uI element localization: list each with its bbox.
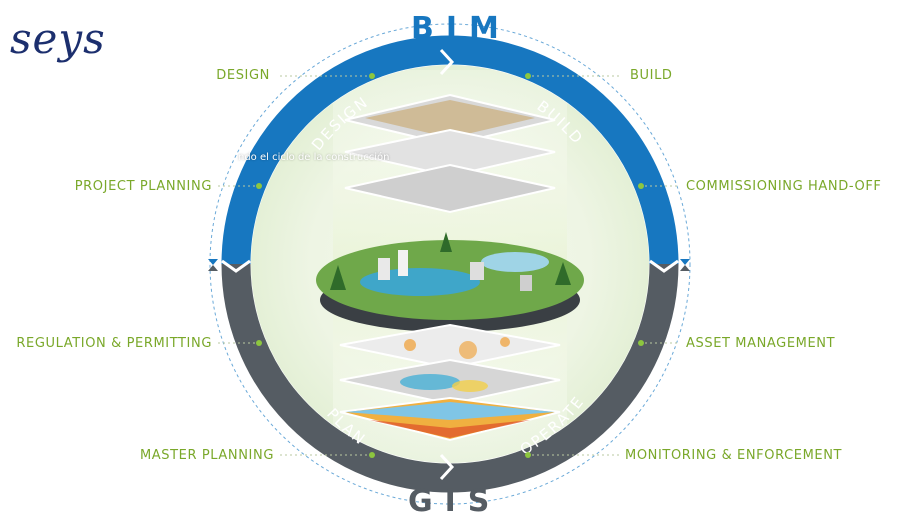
right-hourglass-icon xyxy=(680,259,690,271)
label-commissioning-hand-off: COMMISSIONING HAND-OFF xyxy=(686,179,882,194)
bim-title: BIM xyxy=(411,11,511,46)
overlay-caption: ndo el ciclo de la construcción xyxy=(238,152,390,163)
outer-dashed-ring xyxy=(209,23,691,505)
gis-title: GIS xyxy=(408,484,502,519)
seys-logo: seys xyxy=(10,14,106,63)
bim-arc xyxy=(221,35,679,265)
label-regulation-permitting: REGULATION & PERMITTING xyxy=(16,336,212,351)
label-build: BUILD xyxy=(630,68,673,83)
ring-dots xyxy=(256,73,644,458)
label-design: DESIGN xyxy=(216,68,270,83)
label-monitoring-enforcement: MONITORING & ENFORCEMENT xyxy=(625,448,843,463)
arc-separator-chevrons xyxy=(221,48,679,481)
label-master-planning: MASTER PLANNING xyxy=(139,448,274,463)
label-asset-management: ASSET MANAGEMENT xyxy=(686,336,836,351)
label-project-planning: PROJECT PLANNING xyxy=(74,179,212,194)
left-hourglass-icon xyxy=(208,259,218,271)
leader-lines xyxy=(218,75,680,456)
layer-stack-illustration xyxy=(316,93,584,442)
gis-arc xyxy=(221,263,679,493)
